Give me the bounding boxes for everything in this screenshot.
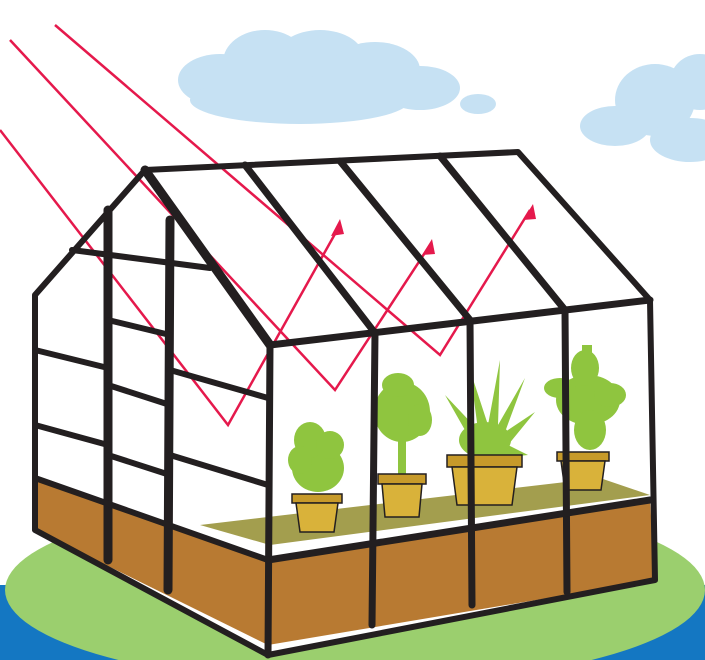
greenhouse-effect-illustration [0, 0, 705, 660]
